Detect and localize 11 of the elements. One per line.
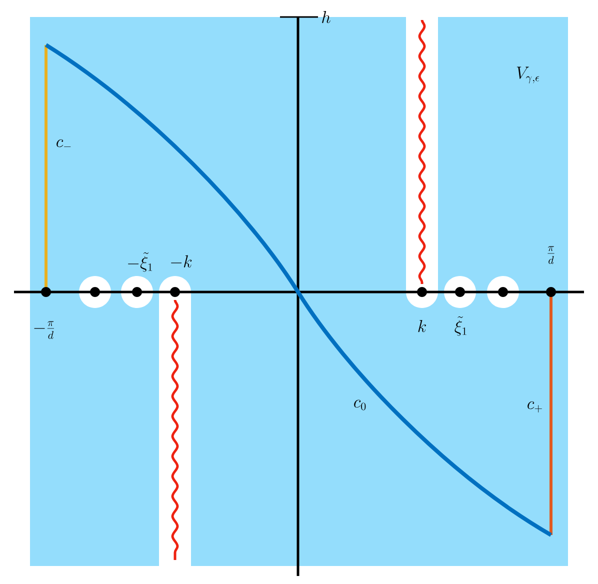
contour-label: $c_0$ <box>354 400 366 410</box>
contour-label: $c_+$ <box>528 401 542 412</box>
point-label: $-k$ <box>171 255 192 268</box>
contour-label: $c_-$ <box>56 139 71 148</box>
axis-label: $h$ <box>322 11 330 24</box>
point-label: $k$ <box>418 320 426 332</box>
point-label: $-\frac{\pi}{d}$ <box>34 321 54 339</box>
point-label: $\frac{\pi}{d}$ <box>548 246 554 264</box>
point-label: $-\tilde{\xi}_1$ <box>128 252 152 272</box>
region-label: $V_{\gamma,\epsilon}$ <box>516 66 540 84</box>
point-label: $\tilde{\xi}_1$ <box>454 316 466 336</box>
